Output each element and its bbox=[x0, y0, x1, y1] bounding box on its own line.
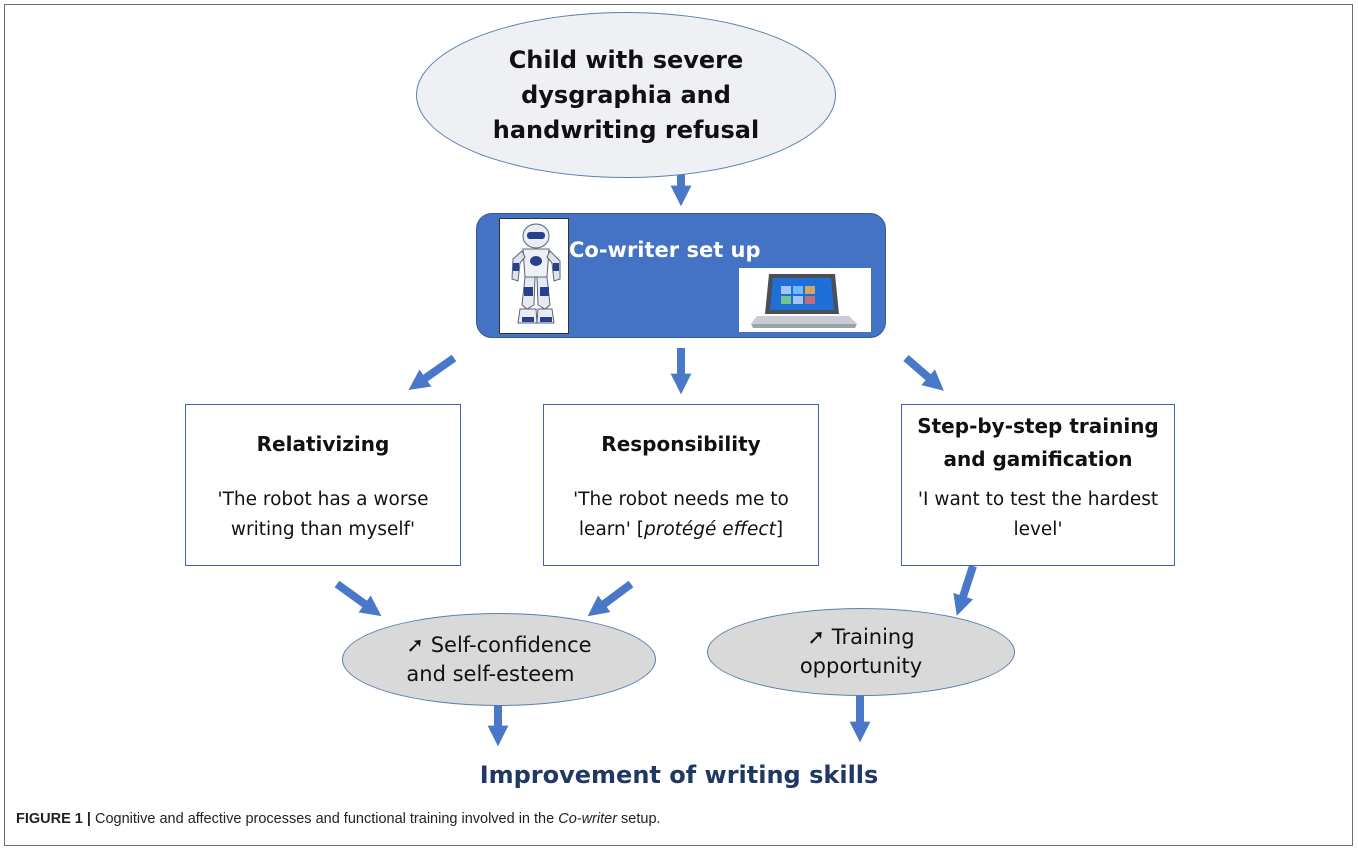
selfconfidence-line-2: and self-esteem bbox=[406, 661, 575, 686]
figure-frame bbox=[4, 4, 1353, 846]
child-node: Child with severe dysgraphia and handwri… bbox=[416, 12, 836, 178]
figure-caption: FIGURE 1 | Cognitive and affective proce… bbox=[16, 811, 661, 827]
child-node-line-1: Child with severe bbox=[508, 45, 744, 74]
relativizing-title: Relativizing bbox=[256, 432, 390, 456]
setup-title: Co-writer set up bbox=[569, 238, 761, 262]
responsibility-quote-part-b: ] bbox=[775, 519, 784, 540]
stepbystep-quote-line-2: level' bbox=[1013, 519, 1063, 540]
child-node-line-3: handwriting refusal bbox=[492, 115, 760, 144]
training-line-2: opportunity bbox=[799, 654, 923, 678]
child-node-line-2: dysgraphia and bbox=[521, 80, 731, 109]
stepbystep-title-line-2: and gamification bbox=[943, 447, 1133, 471]
arrow-responsibility-to-selfconfidence bbox=[587, 580, 634, 617]
stepbystep-quote-line-1: 'I want to test the hardest bbox=[917, 489, 1159, 510]
training-line-1: Training bbox=[825, 625, 915, 649]
responsibility-box: Responsibility 'The robot needs me to le… bbox=[543, 404, 819, 566]
stepbystep-title-line-1: Step-by-step training bbox=[917, 414, 1159, 438]
caption-text-before: Cognitive and affective processes and fu… bbox=[90, 811, 559, 827]
stepbystep-box: Step-by-step training and gamification '… bbox=[901, 404, 1175, 566]
caption-italic: Co-writer bbox=[558, 811, 618, 827]
robot-icon bbox=[499, 218, 569, 334]
responsibility-quote-part-a: learn' [ bbox=[578, 519, 644, 540]
relativizing-box: Relativizing 'The robot has a worse writ… bbox=[185, 404, 461, 566]
selfconfidence-node: ➚ Self-confidence and self-esteem bbox=[342, 613, 656, 706]
cowriter-setup-box: Co-writer set up bbox=[476, 213, 886, 338]
arrow-relativizing-to-selfconfidence bbox=[334, 580, 382, 617]
responsibility-title: Responsibility bbox=[601, 432, 761, 456]
training-node: ➚ Training opportunity bbox=[707, 608, 1015, 696]
trending-up-icon: ➚ bbox=[807, 625, 826, 649]
arrow-stepbystep-to-training bbox=[953, 564, 977, 616]
trending-up-icon: ➚ bbox=[406, 632, 425, 657]
tablet-icon bbox=[739, 268, 871, 332]
selfconfidence-line-1: Self-confidence bbox=[424, 632, 592, 657]
result-text: Improvement of writing skills bbox=[479, 761, 879, 789]
caption-text-after: setup. bbox=[617, 811, 661, 827]
caption-label: FIGURE 1 | bbox=[16, 811, 91, 827]
relativizing-quote-line-2: writing than myself' bbox=[230, 519, 416, 540]
responsibility-quote-italic: protégé effect bbox=[643, 519, 776, 540]
responsibility-quote-line-2: learn' [protégé effect] bbox=[544, 515, 818, 545]
arrow-setup-to-stepbystep bbox=[903, 354, 944, 391]
responsibility-quote-line-1: 'The robot needs me to bbox=[573, 489, 789, 510]
relativizing-quote-line-1: 'The robot has a worse bbox=[217, 489, 429, 510]
arrow-setup-to-relativizing bbox=[408, 354, 457, 390]
